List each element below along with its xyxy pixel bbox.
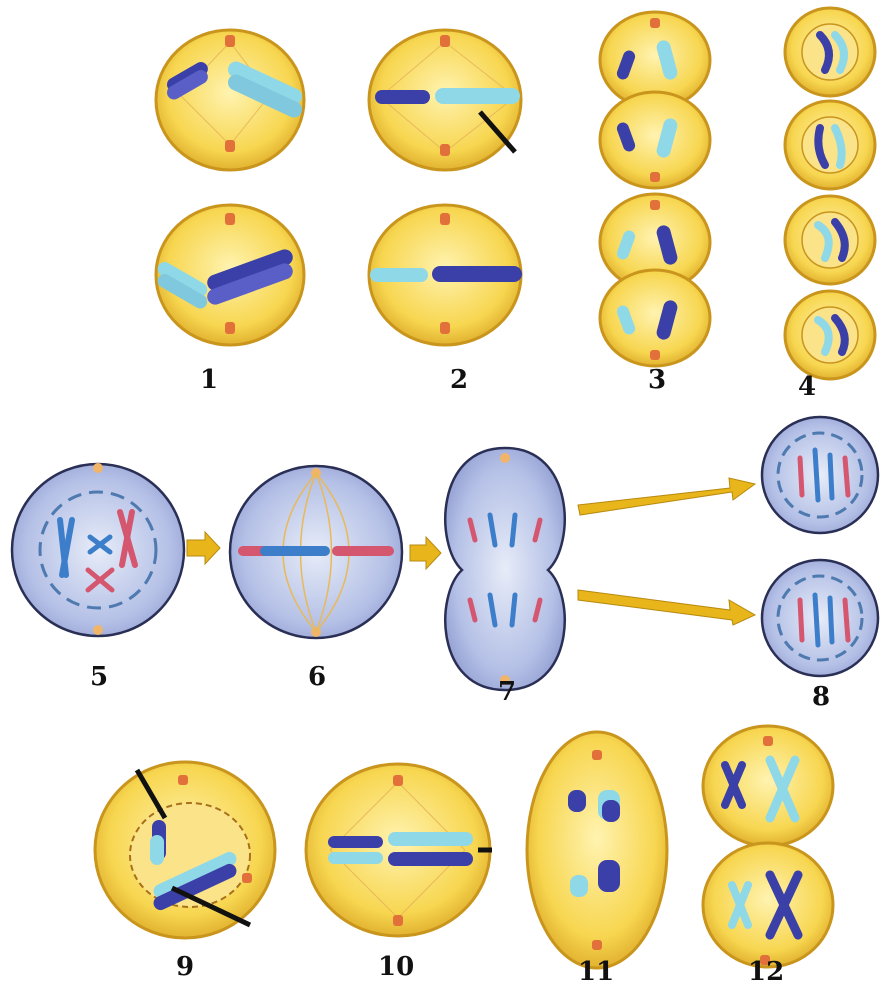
label-7: 7	[498, 677, 516, 707]
label-9: 9	[176, 952, 194, 982]
label-5: 5	[90, 662, 108, 692]
stage-2-bottom-cell	[369, 205, 522, 345]
label-3: 3	[648, 365, 666, 395]
label-12: 12	[748, 957, 784, 985]
stage-3-bottom-cell	[600, 194, 710, 366]
stage-4-cells	[785, 8, 875, 379]
stage-1-bottom-cell	[155, 205, 304, 345]
label-10: 10	[378, 952, 414, 982]
stage-8-bottom-cell	[762, 560, 878, 676]
stage-4-cell-d	[785, 291, 875, 379]
arrow-7-8-top	[578, 478, 755, 515]
arrow-5-6	[187, 532, 220, 564]
arrow-6-7	[410, 537, 441, 569]
label-8: 8	[812, 682, 830, 712]
stage-12-cell	[703, 726, 833, 967]
label-2: 2	[450, 365, 468, 395]
stage-11-cell	[527, 732, 667, 968]
stage-5-cell	[12, 463, 184, 636]
stage-9-cell	[95, 762, 275, 938]
label-6: 6	[308, 662, 326, 692]
stage-6-cell	[230, 466, 402, 638]
stage-8-top-cell	[762, 417, 878, 533]
stage-4-cell-a	[785, 8, 875, 96]
label-4: 4	[798, 372, 816, 402]
arrow-7-8-bottom	[578, 590, 755, 625]
stage-7-cell	[445, 448, 564, 690]
stage-1-top-cell	[156, 30, 305, 170]
label-11: 11	[578, 957, 614, 985]
stage-3-top-cell	[600, 12, 710, 188]
stage-4-cell-b	[785, 101, 875, 189]
stage-4-cell-c	[785, 196, 875, 284]
stage-2-top-cell	[369, 30, 521, 170]
stage-10-cell	[306, 764, 492, 936]
label-1: 1	[200, 365, 218, 395]
